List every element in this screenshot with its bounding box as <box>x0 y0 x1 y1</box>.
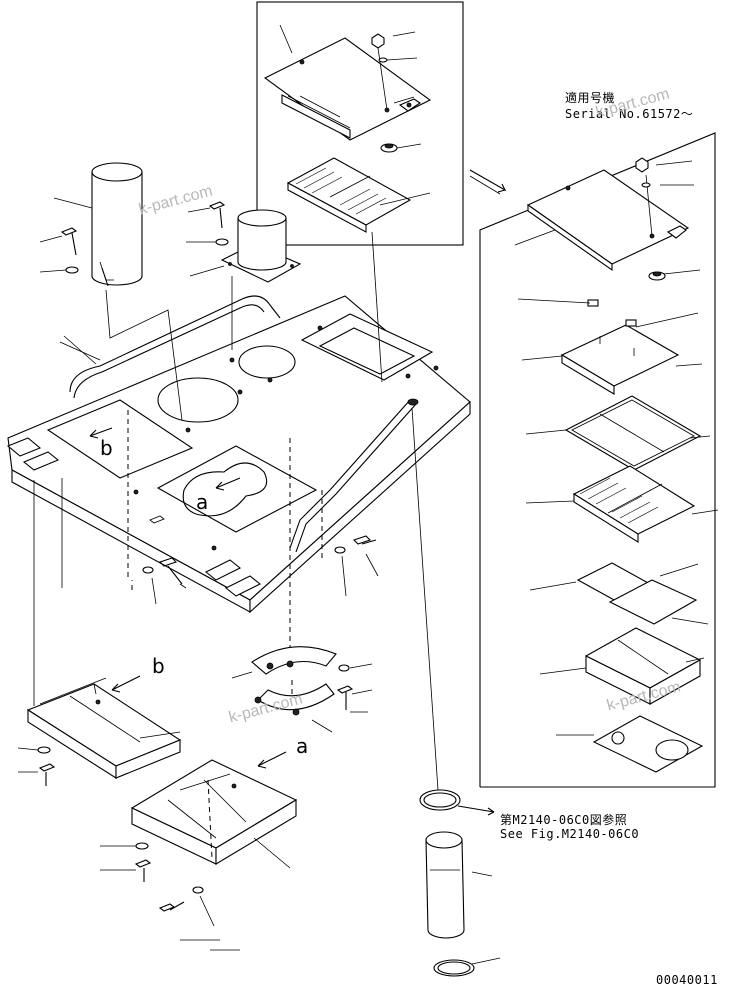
figure-reference-jp: 第M2140-06C0図参照 <box>500 813 628 827</box>
serial-applicability-title: 適用号機 <box>565 91 616 105</box>
variant-cover-plate <box>526 169 690 272</box>
detail-letter-b-box: b <box>152 654 165 678</box>
inset-cover-plate <box>263 37 432 141</box>
variant-gasket <box>592 715 704 773</box>
variant-grommet <box>648 271 666 281</box>
inlet-cylinder-large <box>91 162 143 287</box>
dashed-alignment <box>127 410 323 710</box>
main-panel <box>6 295 471 614</box>
serial-arrow <box>469 169 507 195</box>
split-clamp <box>231 646 373 733</box>
serial-number-label: Serial No.61572～ <box>565 107 694 121</box>
hose-clamp-upper <box>419 789 495 816</box>
detail-letter-a-box: a <box>296 734 309 758</box>
variant-knob <box>635 157 651 188</box>
hose-clamp-lower <box>433 957 501 977</box>
connection-lines <box>33 231 439 791</box>
lower-box-b <box>26 677 182 780</box>
detail-letter-a-panel: a <box>196 490 209 514</box>
variant-leader-lines <box>514 160 719 736</box>
detail-arrows <box>89 427 287 769</box>
variant-filter-element <box>572 465 696 543</box>
inlet-cylinder-small <box>220 209 302 283</box>
upper-left-bolts <box>60 201 229 274</box>
hose-pipe <box>425 831 493 939</box>
panel-bolts <box>142 535 379 605</box>
lower-box-a <box>130 759 298 865</box>
inset-filter-element <box>286 157 412 233</box>
inset-grommet <box>380 143 398 153</box>
upper-inset-frame <box>256 1 464 246</box>
lower-bolts <box>17 731 291 927</box>
variant-tray <box>584 627 702 705</box>
page-code: 00040011 <box>656 973 718 987</box>
inset-knob <box>371 33 390 113</box>
serial-variant-frame <box>479 132 716 788</box>
figure-reference-en: See Fig.M2140-06C0 <box>500 827 640 841</box>
upper-left-leaders <box>39 197 225 277</box>
variant-screens <box>576 562 698 625</box>
variant-bracket <box>560 299 680 395</box>
variant-wire-frame <box>564 395 702 471</box>
detail-letter-b-panel: b <box>100 436 113 460</box>
main-leaders <box>59 341 240 951</box>
inset-leader-lines <box>279 24 431 206</box>
